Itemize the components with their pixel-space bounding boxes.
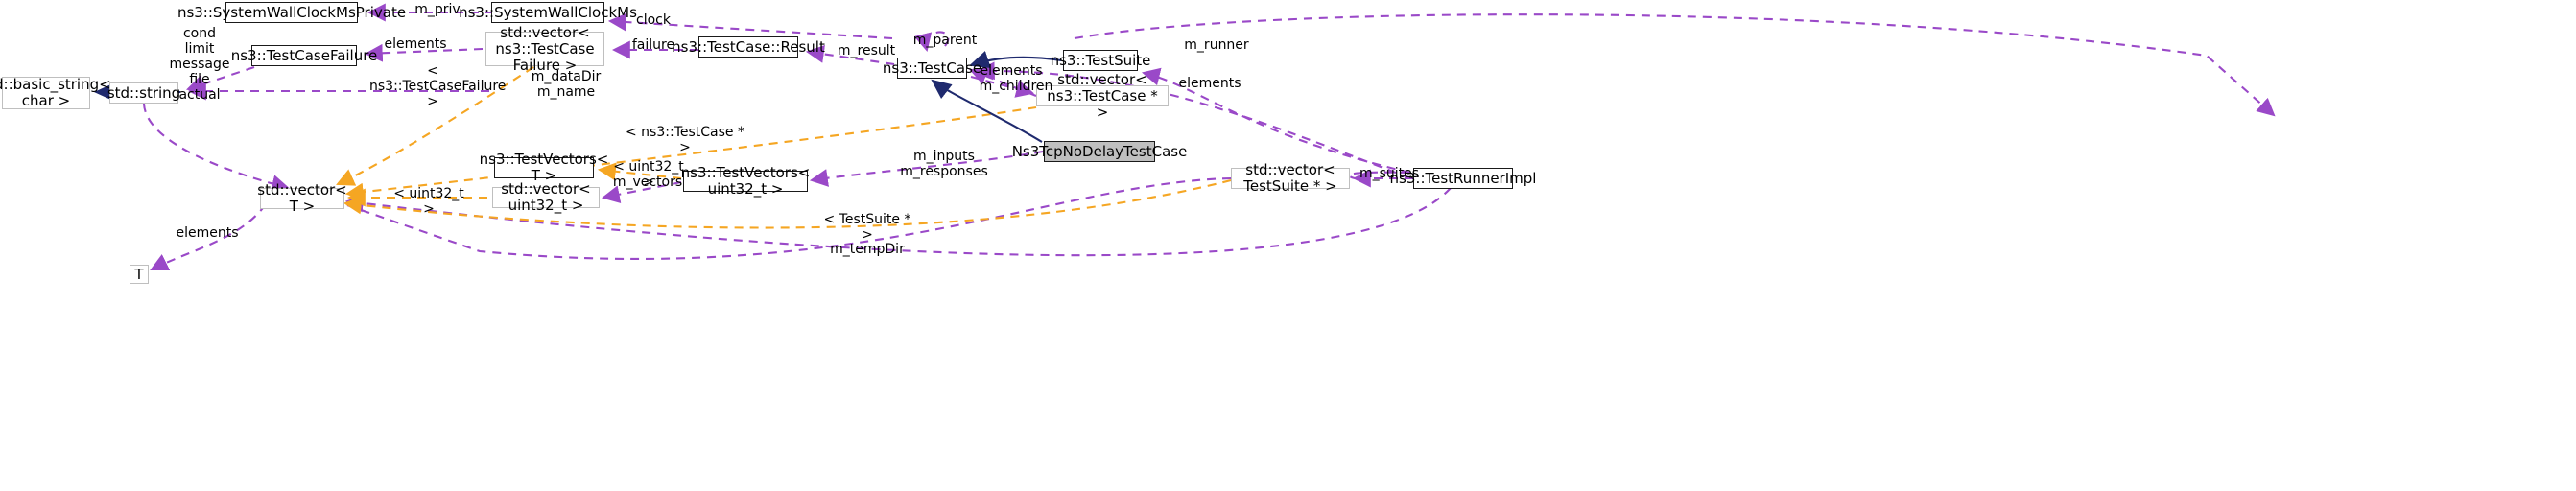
edge-elements-testcasefailure	[364, 43, 484, 62]
node-ns3-testcasefailure[interactable]: ns3::TestCaseFailure	[231, 45, 377, 66]
node-ns3-testsuite[interactable]: ns3::TestSuite	[1051, 50, 1150, 71]
node-std-vector-testcasefailure[interactable]: std::vector< ns3::TestCase Failure >	[485, 24, 604, 73]
edge-m-parent-self	[913, 31, 950, 53]
edge-m-vectors	[601, 180, 682, 204]
node-ns3-testcase-result[interactable]: ns3::TestCase::Result	[672, 36, 825, 58]
node-ns3-testvectors-uint32[interactable]: ns3::TestVectors< uint32_t >	[680, 164, 811, 198]
edge-inherit-tcpnodelay	[931, 79, 1043, 143]
edge-label-m-suites: m_suites	[1359, 166, 1420, 181]
node-ns3-testcase[interactable]: ns3::TestCase	[883, 58, 981, 79]
edge-elements-testsuite	[976, 61, 1411, 179]
edge-label-tmpl-testsuite-ptr: < TestSuite * >	[823, 212, 911, 243]
node-std-vector-testsuite-ptr[interactable]: std::vector< TestSuite * >	[1231, 162, 1350, 195]
edge-label-elements-1: elements	[384, 36, 447, 52]
edge-inherit-testsuite	[969, 51, 1062, 68]
edge-label-tmpl-uint32-1: < uint32_t >	[613, 159, 684, 190]
edge-elements-T	[150, 203, 267, 270]
edge-label-elements-4: elements	[176, 225, 239, 241]
node-ns3-systemwallclockmsprivate[interactable]: ns3::SystemWallClockMsPrivate	[177, 2, 406, 23]
node-ns3-testvectors-t[interactable]: ns3::TestVectors< T >	[479, 151, 609, 184]
edge-tmpl-testcasefailure	[336, 66, 534, 186]
edge-label-m-parent: m_parent	[912, 33, 978, 48]
edge-elements-vector-testsuite	[1141, 67, 1411, 175]
edge-label-tmpl-uint32-2: < uint32_t >	[393, 186, 464, 217]
edge-label-tmpl-testcase-ptr: < ns3::TestCase * >	[626, 125, 744, 155]
edge-label-m-priv: m_priv	[414, 2, 461, 17]
edge-label-elements-3: elements	[1178, 76, 1241, 91]
node-ns3-systemwallclockms[interactable]: ns3::SystemWallClockMs	[459, 2, 637, 23]
edge-m-children-back	[969, 67, 1037, 97]
edge-label-m-inputs-m-responses: m_inputs m_responses	[900, 149, 988, 179]
edge-label-m-vectors: m_vectors	[612, 175, 683, 190]
edge-label-m-tempdir: m_tempDir	[830, 242, 905, 257]
edge-label-clock: clock	[636, 12, 671, 28]
node-ns3-testrunnerimpl[interactable]: ns3::TestRunnerImpl	[1390, 168, 1536, 189]
edge-m-children	[970, 75, 1035, 98]
edge-m-runner	[1074, 13, 2276, 117]
edge-tmpl-uint32-testvectors	[597, 162, 682, 181]
template-edges	[336, 66, 1232, 229]
node-std-basic-string[interactable]: std::basic_string< char >	[0, 76, 111, 109]
edge-testcasefailure-string	[186, 66, 255, 93]
node-std-vector-uint32[interactable]: std::vector< uint32_t >	[492, 181, 600, 214]
edge-label-elements-2: elements	[980, 63, 1043, 79]
edge-label-tmpl-testcasefailure: < ns3::TestCaseFailure >	[369, 63, 507, 109]
node-std-string[interactable]: std::string	[107, 82, 180, 104]
edge-tmpl-testcase-ptr	[344, 105, 1037, 201]
edge-clock	[607, 12, 893, 40]
edge-string-vector-t	[142, 103, 291, 193]
edge-label-cond-limit: cond limit message file actual	[169, 26, 230, 103]
edge-tempdir-tail	[346, 176, 1232, 260]
node-std-vector-testcase-ptr[interactable]: std::vector< ns3::TestCase * >	[1036, 71, 1169, 120]
node-ns3tcpnodelaytestcase[interactable]: Ns3TcpNoDelayTestCase	[1012, 141, 1187, 162]
edge-label-m-children: m_children	[979, 79, 1053, 94]
edge-label-m-runner: m_runner	[1184, 37, 1249, 53]
edge-tmpl-testsuite-ptr	[343, 178, 1232, 229]
node-template-param-t[interactable]: T	[130, 265, 149, 284]
node-std-vector-t[interactable]: std::vector< T >	[257, 181, 347, 215]
usage-edges	[142, 3, 2276, 270]
edge-label-m-result: m_result	[837, 43, 896, 58]
edge-label-m-datadir-m-name: m_dataDir m_name	[531, 69, 602, 100]
edge-label-failure: failure	[631, 37, 675, 53]
